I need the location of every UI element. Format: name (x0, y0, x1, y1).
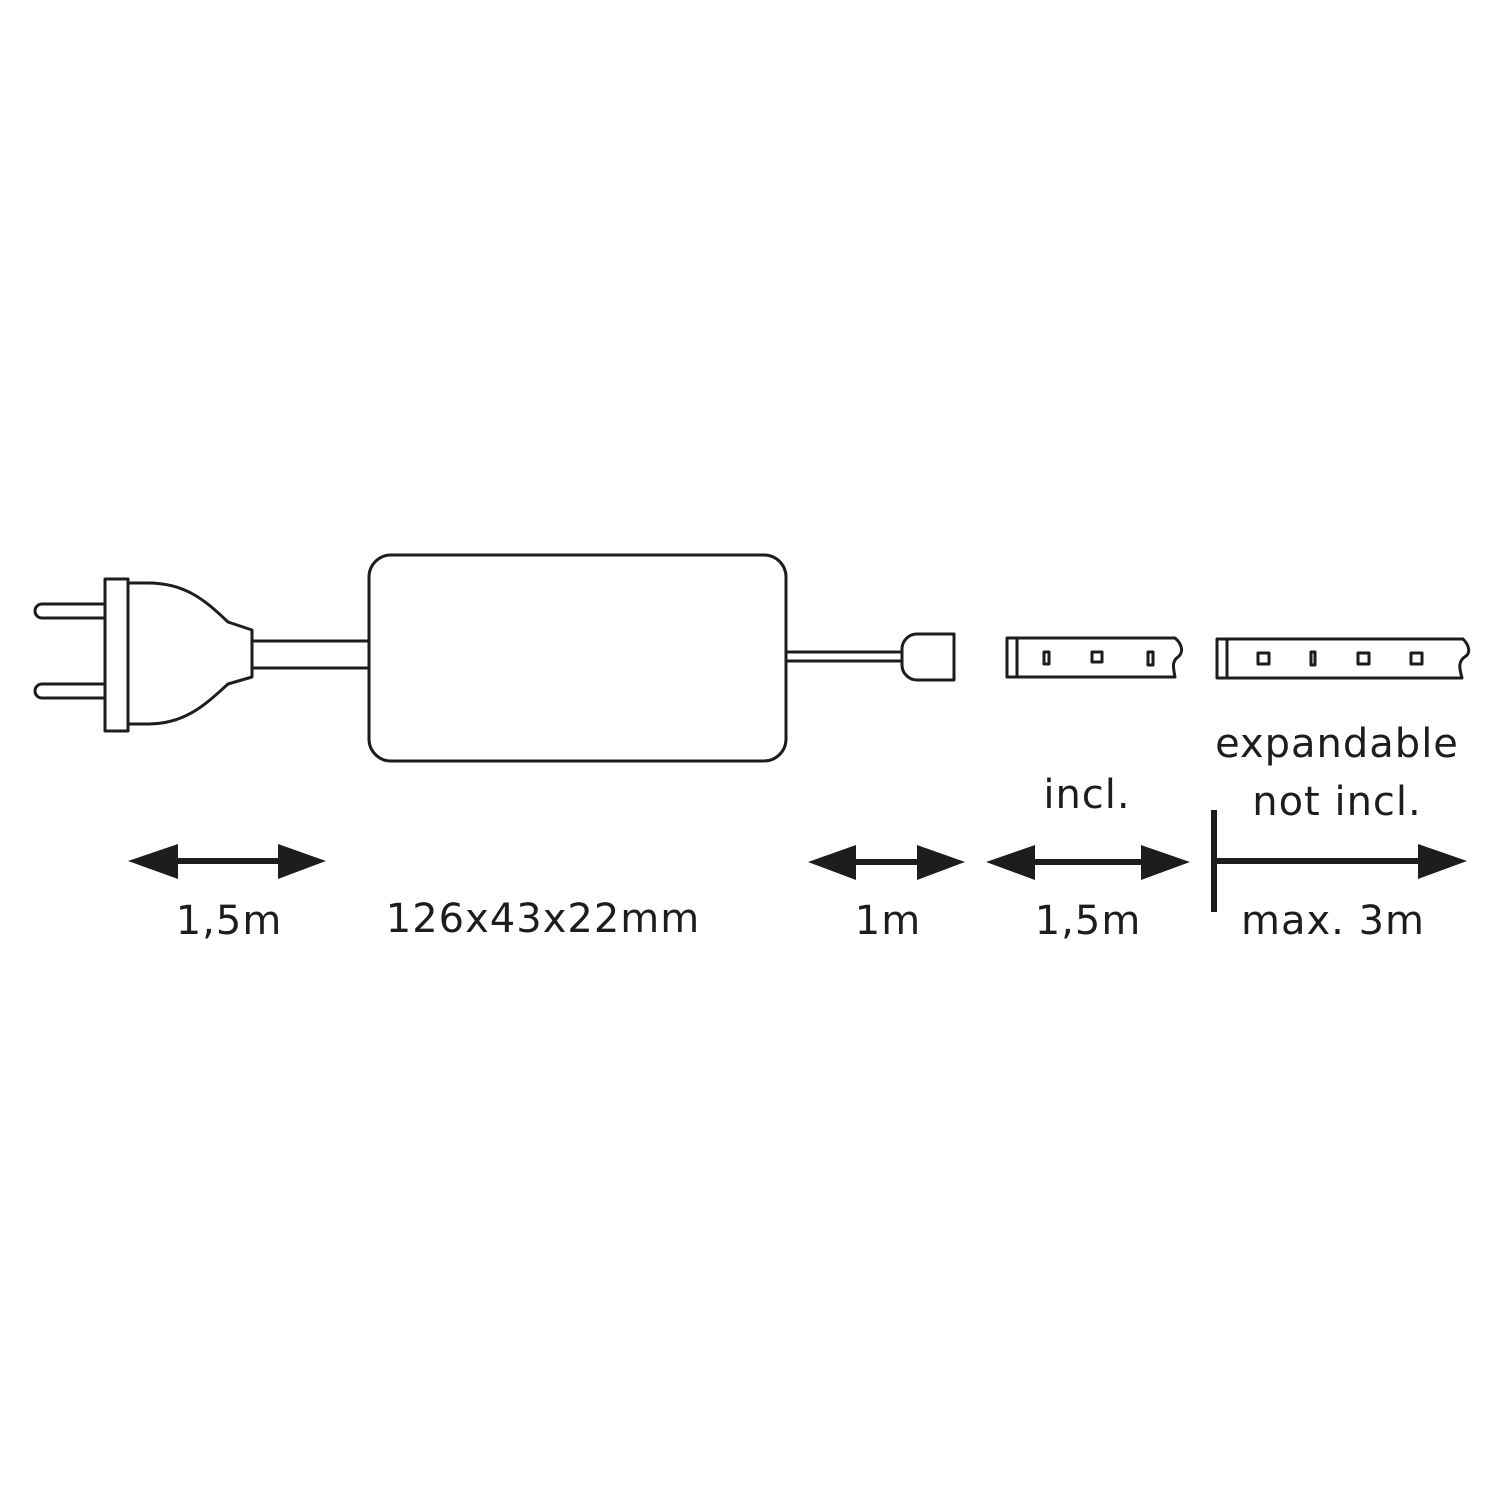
expandable-label: expandable (1215, 721, 1459, 767)
led-chip-icon (1042, 650, 1051, 666)
included-label: incl. (1043, 772, 1130, 818)
led-chip-icon (1356, 651, 1371, 666)
max-length-label: max. 3m (1241, 898, 1425, 944)
plug-cable-length-label: 1,5m (176, 898, 283, 944)
power-plug-icon (33, 577, 370, 733)
power-supply-size-label: 126x43x22mm (386, 896, 700, 942)
double-arrow-icon (808, 845, 965, 880)
led-strip-expansion-icon (1215, 637, 1471, 680)
connector-cable-length-label: 1m (855, 898, 921, 944)
not-included-label: not incl. (1252, 779, 1422, 825)
led-chip-icon (1090, 650, 1104, 664)
double-arrow-icon (128, 844, 326, 879)
included-strip-length-label: 1,5m (1035, 898, 1142, 944)
led-strip-icon (1005, 636, 1184, 679)
led-chip-icon (1256, 651, 1271, 666)
led-chip-icon (1146, 650, 1155, 667)
double-arrow-icon (986, 845, 1190, 880)
connector-icon (786, 632, 956, 682)
led-chip-icon (1409, 651, 1424, 666)
expand-arrow-icon (1211, 810, 1467, 912)
led-chip-icon (1309, 650, 1317, 667)
transformer-box-icon (367, 553, 788, 763)
